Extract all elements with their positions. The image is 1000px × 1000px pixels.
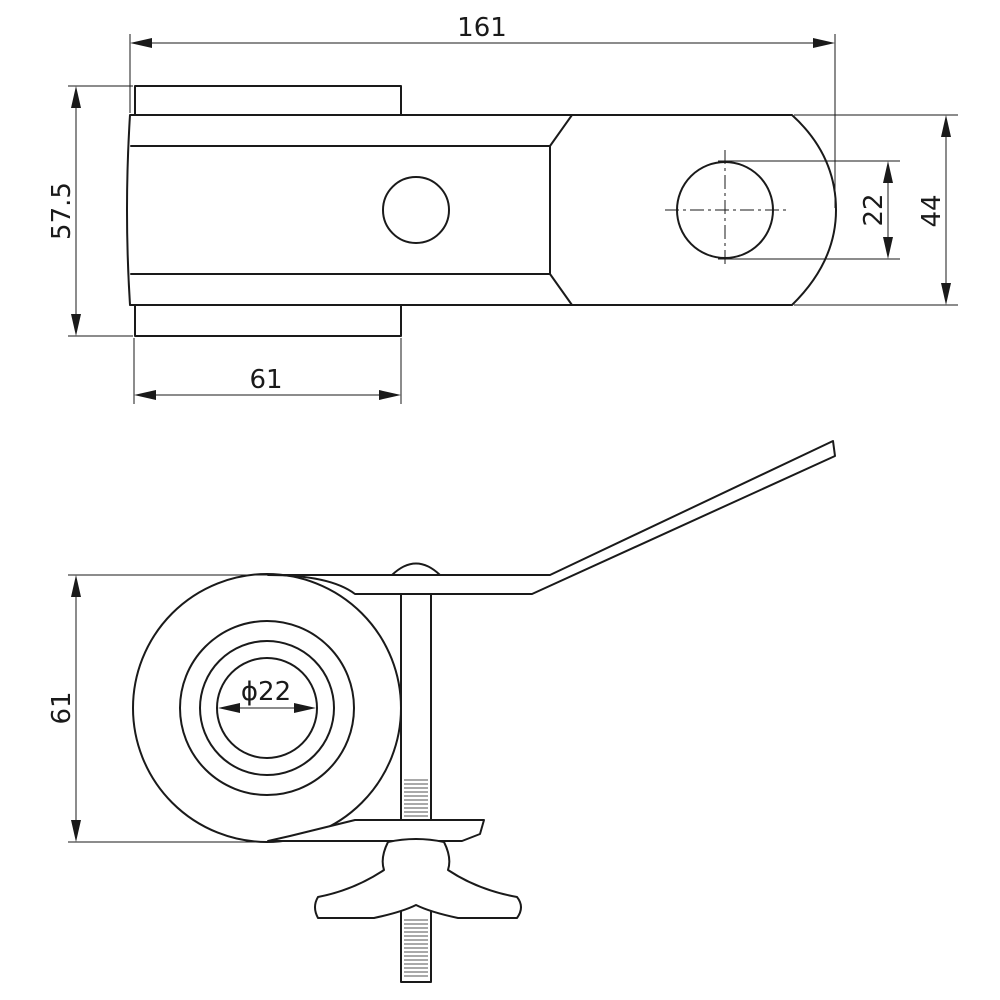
- roller-bore: [216, 657, 318, 759]
- dimension-22: 22: [718, 160, 900, 260]
- dim-label-44: 44: [917, 194, 947, 227]
- roller-ring-2: [199, 640, 335, 776]
- side-view: 61 ϕ22: [47, 440, 836, 983]
- lower-jaw-plate: [267, 819, 485, 842]
- dimension-61-side: 61: [47, 574, 268, 843]
- thread-upper: [404, 779, 428, 817]
- screw-hole: [382, 176, 450, 244]
- strap-bevel-lines: [130, 114, 573, 306]
- screw-head-dome: [391, 562, 441, 576]
- dim-label-bore: ϕ22: [241, 677, 291, 707]
- top-view: 161 57.5 61 22: [47, 13, 958, 404]
- dim-label-61-top: 61: [249, 365, 282, 395]
- dimension-161: 161: [129, 13, 836, 208]
- wing-nut: [314, 838, 522, 919]
- dim-label-161: 161: [457, 13, 507, 43]
- strap-arm: [267, 440, 836, 595]
- dimension-44: 44: [794, 114, 958, 306]
- threaded-rod: [400, 591, 432, 983]
- dim-label-61-side: 61: [47, 691, 77, 724]
- dimension-61-top: 61: [133, 338, 402, 404]
- strap-body: [126, 114, 837, 306]
- roller-ring-1: [179, 620, 355, 796]
- dimension-57-5: 57.5: [47, 85, 133, 337]
- thread-lower: [404, 919, 428, 977]
- dim-label-57-5: 57.5: [47, 182, 77, 240]
- dimension-bore: ϕ22: [218, 677, 316, 713]
- dim-label-22: 22: [859, 193, 889, 226]
